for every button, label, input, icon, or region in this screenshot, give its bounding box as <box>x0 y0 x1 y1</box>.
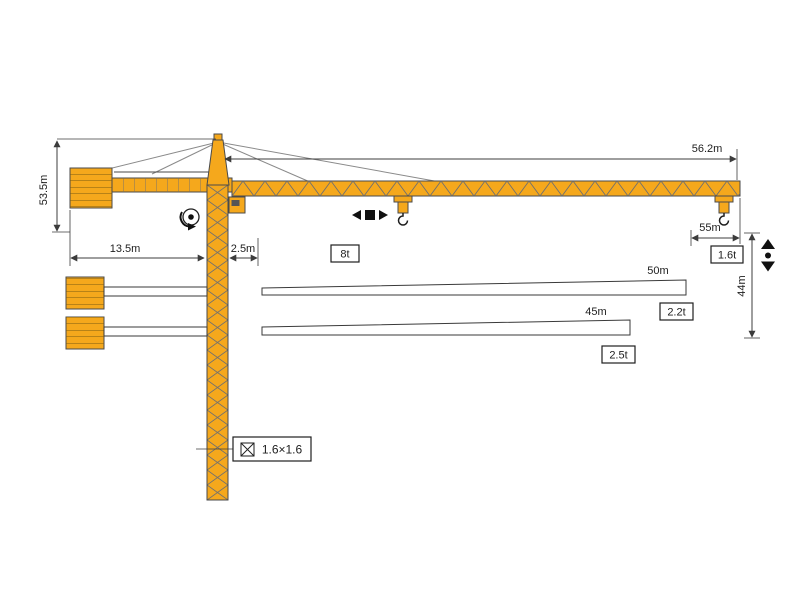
dimension-lines <box>52 138 760 450</box>
tip-load-56m-value: 1.6t <box>718 250 736 262</box>
trolley-hook-mid <box>393 195 413 226</box>
mast-section-callout: 1.6×1.6 <box>232 436 312 462</box>
tip-load-badge-56m: 1.6t <box>710 245 744 264</box>
jib <box>231 180 741 197</box>
dim-rear-offset: 2.5m <box>231 243 255 255</box>
tip-load-badge-45m: 2.5t <box>601 345 636 364</box>
hook-icon <box>718 213 730 226</box>
dim-counterjib-length: 13.5m <box>110 243 141 255</box>
cab-window <box>231 200 240 206</box>
max-load-value: 8t <box>340 249 349 261</box>
tip-load-badge-50m: 2.2t <box>659 302 694 321</box>
dim-max-jib-length: 56.2m <box>692 143 723 155</box>
counterjib-bar-50m <box>103 286 208 297</box>
pendant-lines <box>95 141 441 183</box>
counter-jib <box>69 167 233 209</box>
tip-load-50m-value: 2.2t <box>667 307 685 319</box>
label-jib-45m: 45m <box>585 306 606 318</box>
tower-mast <box>206 133 246 501</box>
dim-max-radius: 55m <box>699 222 720 234</box>
hoist-up-down-icon <box>761 239 775 272</box>
tower-head <box>206 139 230 186</box>
jib-bar-50m <box>261 279 687 296</box>
dim-height-under-hook: 53.5m <box>38 175 50 206</box>
trolley-hook-tip <box>714 195 734 226</box>
tip-load-45m-value: 2.5t <box>609 350 627 362</box>
mast-section-value: 1.6×1.6 <box>262 443 303 457</box>
max-load-badge: 8t <box>330 244 360 263</box>
trolley-travel-icon <box>352 210 388 220</box>
config-row-50m <box>65 276 687 310</box>
counterjib-bar-45m <box>103 326 208 337</box>
config-row-45m <box>65 316 631 350</box>
hook-icon <box>397 213 409 226</box>
dim-tip-hook-height: 44m <box>736 275 748 296</box>
label-jib-50m: 50m <box>647 265 668 277</box>
slewing-icon <box>179 208 200 231</box>
jib-bar-45m <box>261 319 631 336</box>
